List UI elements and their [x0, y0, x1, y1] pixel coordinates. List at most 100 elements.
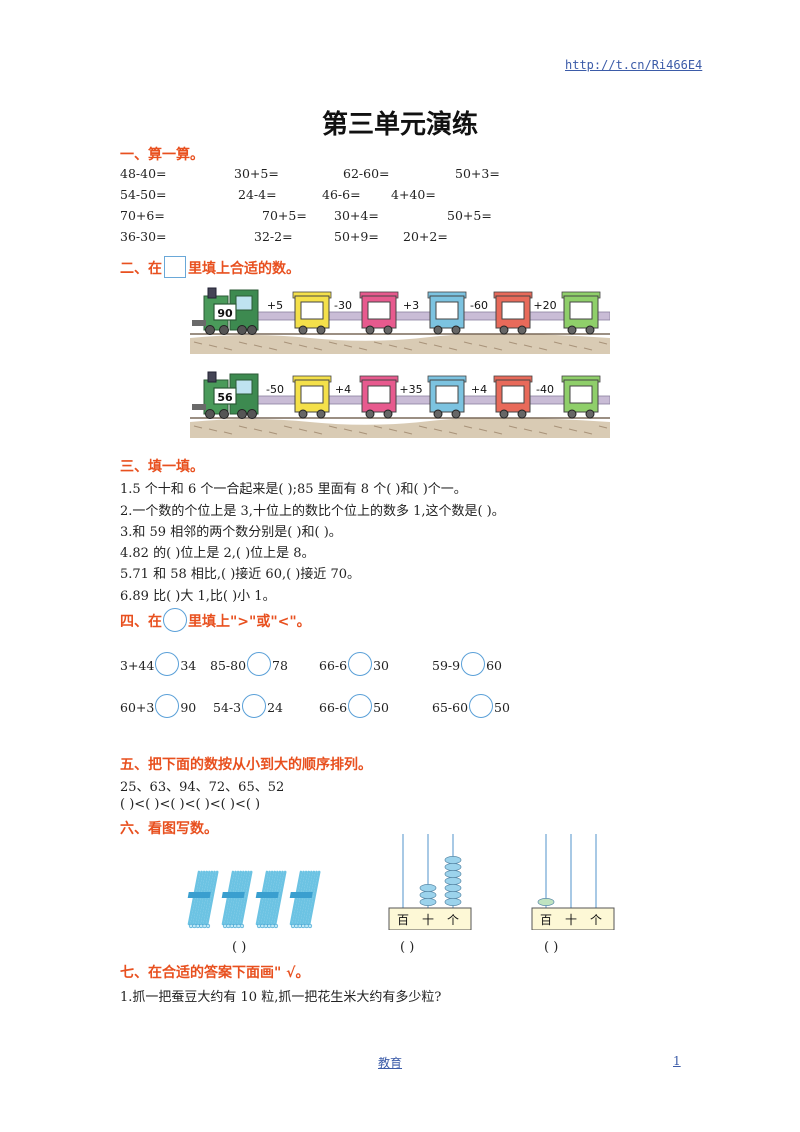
arithmetic-problem: 50+5=	[447, 208, 492, 223]
train-car	[359, 375, 399, 419]
train-car	[292, 291, 332, 335]
answer-circle[interactable]	[469, 694, 494, 718]
train-car	[561, 375, 601, 419]
page-title: 第三单元演练	[321, 110, 478, 140]
section-1-heading: 一、算一算。	[120, 147, 204, 163]
left-expression: 85-80	[210, 658, 247, 673]
left-expression: 60+3	[120, 700, 155, 715]
train-operation: -30	[334, 299, 352, 312]
arithmetic-problem: 70+6=	[120, 208, 165, 223]
arithmetic-problem: 32-2=	[254, 229, 293, 244]
left-expression: 54-3	[213, 700, 242, 715]
answer-circle[interactable]	[461, 652, 486, 676]
circle-shape	[163, 608, 187, 632]
right-value: 30	[373, 658, 389, 673]
abacus-bead	[419, 884, 437, 892]
start-number: 90	[217, 307, 233, 320]
train-diagram-1: 90 +5 -30 +3 -60 +20	[190, 287, 610, 354]
arithmetic-problem: 30+4=	[334, 208, 379, 223]
stick-bundles-image	[187, 870, 321, 929]
fill-item-3: 3.和 59 相邻的两个数分别是( )和( )。	[120, 525, 342, 540]
stick-bundle	[255, 870, 287, 929]
section-2-heading: 二、在里填上合适的数。	[120, 256, 300, 278]
box-shape	[164, 256, 186, 278]
compare-problem: 66-6 30	[319, 652, 389, 676]
train-operation: +4	[471, 383, 487, 396]
abacus-bead	[444, 898, 462, 906]
abacus-bead	[444, 870, 462, 878]
right-value: 78	[272, 658, 288, 673]
abacus-bead	[444, 884, 462, 892]
train-operation: -60	[470, 299, 488, 312]
train-car	[493, 291, 533, 335]
section-4-heading: 四、在里填上">"或"<"。	[120, 608, 311, 632]
fill-item-6: 6.89 比( )大 1,比( )小 1。	[120, 589, 276, 604]
arithmetic-problem: 36-30=	[120, 229, 167, 244]
arithmetic-problem: 4+40=	[391, 187, 436, 202]
right-value: 60	[486, 658, 502, 673]
answer-blank-2: ( )	[400, 940, 415, 955]
abacus-bead	[444, 891, 462, 899]
footer-link[interactable]: 教育	[378, 1056, 403, 1070]
train-operation: +5	[267, 299, 283, 312]
train-operation: -40	[536, 383, 554, 396]
answer-blank-1: ( )	[232, 940, 247, 955]
source-url[interactable]: http://t.cn/Ri466E4	[565, 58, 703, 72]
arithmetic-problem: 54-50=	[120, 187, 167, 202]
abacus-1: 百十个	[388, 834, 472, 930]
arithmetic-problem: 20+2=	[403, 229, 448, 244]
answer-circle[interactable]	[242, 694, 267, 718]
train-car	[427, 375, 467, 419]
place-label: 十	[422, 913, 434, 927]
abacus-bead	[444, 856, 462, 864]
right-value: 24	[267, 700, 283, 715]
arithmetic-problem: 48-40=	[120, 166, 167, 181]
right-value: 90	[180, 700, 197, 715]
section-3-heading: 三、填一填。	[120, 459, 204, 475]
fill-item-4: 4.82 的( )位上是 2,( )位上是 8。	[120, 546, 315, 561]
stick-bundle	[289, 870, 321, 929]
train-car	[561, 291, 601, 335]
train-car	[427, 291, 467, 335]
abacus-2: 百十个	[531, 834, 615, 930]
place-label: 个	[590, 913, 602, 927]
answer-circle[interactable]	[155, 652, 180, 676]
answer-circle[interactable]	[155, 694, 180, 718]
question-1: 1.抓一把蚕豆大约有 10 粒,抓一把花生米大约有多少粒?	[120, 990, 442, 1005]
answer-circle[interactable]	[247, 652, 272, 676]
left-expression: 66-6	[319, 658, 348, 673]
place-label: 十	[565, 913, 577, 927]
train-operation: +20	[533, 299, 556, 312]
train-operation: -50	[266, 383, 284, 396]
train-car	[359, 291, 399, 335]
section-6-heading: 六、看图写数。	[120, 821, 218, 837]
compare-problem: 60+3 90	[120, 694, 196, 718]
train-operation: +3	[403, 299, 419, 312]
fill-item-5: 5.71 和 58 相比,( )接近 60,( )接近 70。	[120, 567, 361, 582]
answer-circle[interactable]	[348, 652, 373, 676]
answer-blank-3: ( )	[544, 940, 559, 955]
compare-problem: 85-80 78	[210, 652, 288, 676]
train-car	[292, 375, 332, 419]
arithmetic-problem: 70+5=	[262, 208, 307, 223]
fill-item-2: 2.一个数的个位上是 3,十位上的数比个位上的数多 1,这个数是( )。	[120, 504, 505, 519]
number-list: 25、63、94、72、65、52	[120, 780, 285, 795]
section-7-heading: 七、在合适的答案下面画" √。	[120, 965, 310, 981]
section-5-heading: 五、把下面的数按从小到大的顺序排列。	[120, 757, 372, 773]
heading-prefix: 二、在	[120, 261, 162, 277]
right-value: 50	[373, 700, 389, 715]
train-car	[493, 375, 533, 419]
answer-circle[interactable]	[348, 694, 373, 718]
abacus-base	[388, 907, 472, 930]
fill-item-1: 1.5 个十和 6 个一合起来是( );85 里面有 8 个( )和( )个一。	[120, 482, 467, 497]
abacus-bead	[444, 863, 462, 871]
heading-prefix: 四、在	[120, 614, 162, 630]
train-operation: +35	[399, 383, 422, 396]
stick-bundle	[187, 870, 219, 929]
abacus-bead	[419, 891, 437, 899]
start-number-box	[213, 303, 237, 321]
right-value: 50	[494, 700, 510, 715]
